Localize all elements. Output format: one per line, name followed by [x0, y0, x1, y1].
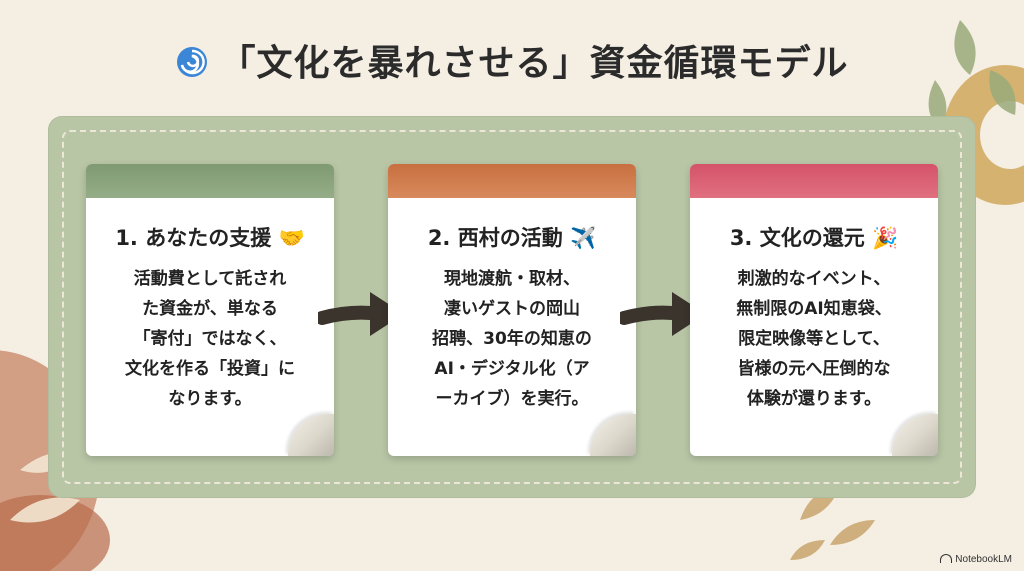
party-popper-icon: 🎉 — [872, 226, 899, 250]
step-heading: 3. 文化の還元 🎉 — [729, 226, 899, 250]
step-card-activity: 2. 西村の活動 ✈️ 現地渡航・取材、 凄いゲストの岡山 招聘、30年の知恵の… — [388, 164, 636, 456]
panel-dashed-border — [62, 130, 962, 484]
handshake-icon: 🤝 — [278, 226, 305, 250]
card-band — [86, 164, 334, 198]
notebooklm-watermark: NotebookLM — [940, 554, 1012, 565]
airplane-icon: ✈️ — [570, 226, 597, 250]
page-title: 「文化を暴れさせる」資金循環モデル — [0, 34, 1024, 88]
arrow-right-icon — [620, 292, 706, 336]
step-card-return: 3. 文化の還元 🎉 刺激的なイベント、 無制限のAI知恵袋、 限定映像等として… — [690, 164, 938, 456]
step-body: 活動費として託され た資金が、単なる 「寄付」ではなく、 文化を作る「投資」に … — [125, 269, 295, 409]
arrow-right-icon — [318, 292, 404, 336]
step-heading: 2. 西村の活動 ✈️ — [427, 226, 597, 250]
notebooklm-logo-icon — [940, 554, 953, 563]
step-card-support: 1. あなたの支援 🤝 活動費として託され た資金が、単なる 「寄付」ではなく、… — [86, 164, 334, 456]
page-title-text: 「文化を暴れさせる」資金循環モデル — [219, 43, 849, 84]
step-body: 現地渡航・取材、 凄いゲストの岡山 招聘、30年の知恵の AI・デジタル化（ア … — [432, 269, 592, 409]
card-band — [690, 164, 938, 198]
cyclone-icon — [175, 45, 209, 88]
card-band — [388, 164, 636, 198]
step-body: 刺激的なイベント、 無制限のAI知恵袋、 限定映像等として、 皆様の元へ圧倒的な… — [736, 269, 892, 409]
step-heading: 1. あなたの支援 🤝 — [115, 226, 305, 250]
